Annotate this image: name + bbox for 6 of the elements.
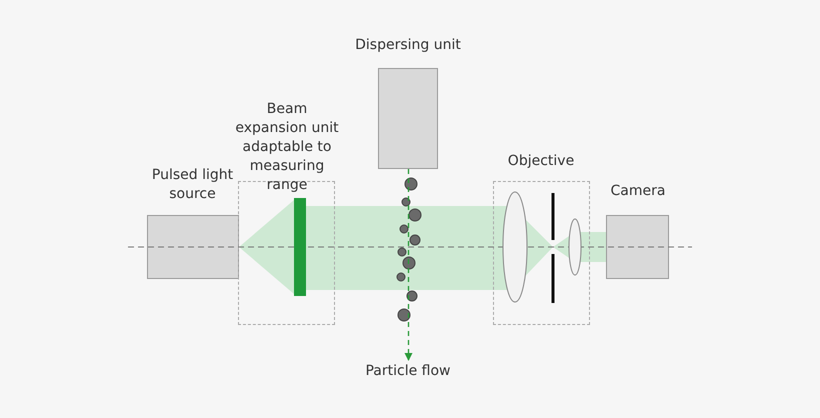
flow-label: Particle flow — [364, 362, 452, 381]
unit-label: Objective — [506, 152, 576, 171]
flow-arrow — [404, 169, 412, 361]
unit-label: Dispersing unit — [354, 36, 462, 55]
unit-label: Camera — [610, 182, 666, 201]
unit-label: Pulsed light source — [150, 166, 234, 204]
